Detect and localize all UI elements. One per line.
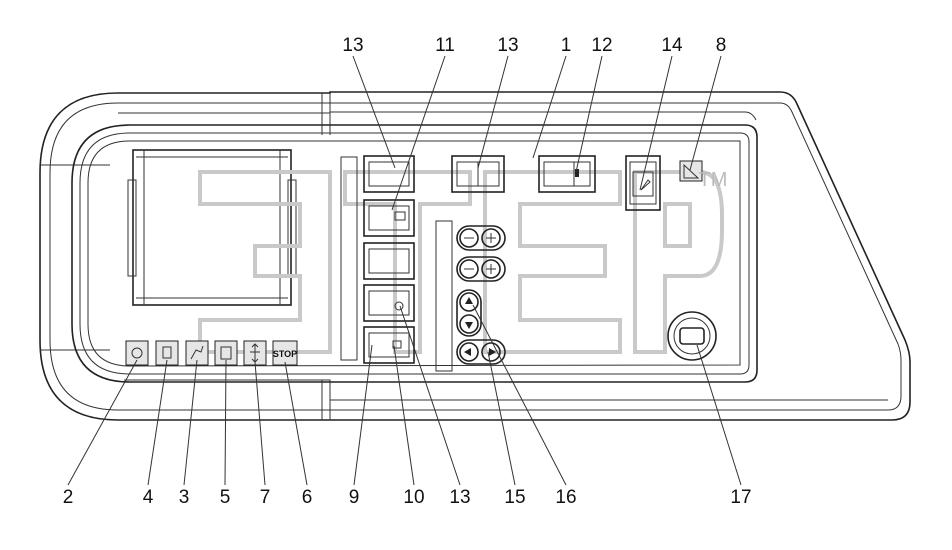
face-plate (71, 124, 758, 383)
callout-label: 12 (591, 35, 612, 56)
indicator-lamp-6: STOP (272, 340, 298, 366)
vertical-strip-left (340, 156, 358, 361)
callouts-top: 13 11 13 1 12 14 8 (342, 35, 726, 56)
indicator-lamp-4 (155, 340, 179, 366)
indicator-lamp-5 (214, 340, 238, 366)
push-button-top[interactable] (363, 155, 415, 193)
indicator-lamp-3 (185, 340, 209, 366)
push-button-4[interactable] (363, 284, 415, 322)
callout-label: 10 (403, 487, 424, 508)
callout-label: 6 (302, 487, 313, 508)
callout-label: 2 (63, 487, 74, 508)
push-button-2[interactable] (363, 199, 415, 237)
up-down-pair[interactable] (456, 289, 482, 337)
callout-label: 4 (143, 487, 154, 508)
callout-label: 11 (435, 35, 455, 56)
indicator-lamp-2 (125, 340, 149, 366)
callout-label: 7 (260, 487, 271, 508)
plus-minus-pair-1[interactable] (456, 225, 506, 251)
callout-label: 13 (449, 487, 470, 508)
display-screen (127, 149, 297, 306)
panel-mark-tm: TM (699, 169, 728, 191)
callout-label: 8 (716, 35, 727, 56)
callout-label: 9 (349, 487, 360, 508)
callout-label: 5 (220, 487, 231, 508)
callout-label: 15 (504, 487, 525, 508)
callout-label: 13 (342, 35, 363, 56)
rocker-switch-13[interactable] (451, 155, 505, 193)
callout-label: 13 (497, 35, 518, 56)
left-right-pair[interactable] (456, 339, 506, 365)
panel-mark-stop: STOP (273, 349, 297, 359)
callout-label: 14 (661, 35, 683, 56)
push-button-bottom[interactable] (363, 326, 415, 364)
callout-label: 16 (555, 487, 576, 508)
indicator-lamp-8 (679, 160, 703, 182)
panel-body (39, 91, 911, 421)
indicator-row: STOP (125, 340, 298, 366)
indicator-lamp-7 (243, 340, 267, 366)
plus-minus-pair-2[interactable] (456, 256, 506, 282)
vertical-strip-right (435, 220, 453, 372)
callout-label: 3 (179, 487, 190, 508)
callout-label: 1 (561, 35, 572, 56)
callout-label: 17 (730, 487, 751, 508)
leader-lines-bottom (67, 304, 742, 486)
watermark (198, 170, 724, 354)
rocker-switch-1[interactable] (538, 155, 596, 193)
push-button-3[interactable] (363, 242, 415, 280)
round-socket[interactable] (667, 311, 717, 361)
toggle-switch-14[interactable] (625, 155, 661, 211)
leader-lines-top (352, 55, 722, 211)
callouts-bottom: 2 4 3 5 7 6 9 10 13 15 16 17 (63, 487, 752, 508)
